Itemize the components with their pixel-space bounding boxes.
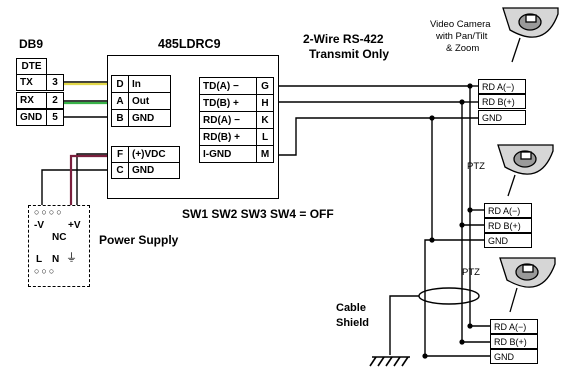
terminal-label: RD(B) +	[199, 128, 257, 146]
camera-rd-a: RD A(−)	[484, 203, 532, 218]
shield-label: Shield	[336, 317, 370, 329]
shield-drain-wire	[389, 295, 419, 355]
terminal-b: B	[111, 109, 129, 127]
psu-ground-icon: ⏚	[66, 252, 77, 264]
db9-pin: 2	[46, 92, 64, 109]
terminal-m: M	[256, 145, 274, 163]
db9-pin: 5	[46, 109, 64, 126]
vdc-wire	[76, 153, 107, 205]
terminal-c: C	[111, 162, 129, 179]
earth-ground-icon	[369, 356, 410, 367]
gnd-bus	[276, 117, 432, 156]
db9-pin: 3	[46, 74, 64, 91]
psu-top-screws-icon: ○○○○	[34, 207, 64, 217]
db9-title: DB9	[19, 37, 44, 51]
db9-header: DTE	[16, 58, 47, 75]
camera-label: PTZ	[462, 267, 480, 278]
psu-pos-label: +V	[68, 220, 81, 231]
db9-signal: GND	[16, 109, 47, 126]
terminal-label: In	[128, 75, 171, 93]
db9-signal: TX	[16, 74, 47, 91]
psu-neg-label: -V	[34, 220, 44, 231]
psu-gnd-wire	[41, 169, 107, 205]
terminal-label: GND	[128, 109, 171, 127]
psu-bottom-screws-icon: ○○○	[34, 266, 57, 276]
cable-label: Cable	[336, 302, 366, 314]
terminal-label: Out	[128, 92, 171, 110]
terminal-label: RD(A) −	[199, 111, 257, 129]
camera-icon	[502, 7, 559, 63]
power-supply-label: Power Supply	[99, 233, 179, 247]
camera-label: PTZ	[467, 161, 485, 172]
db9-signal: RX	[16, 92, 47, 109]
terminal-label: GND	[128, 162, 180, 179]
vdc-maroon-stripe	[69, 154, 107, 205]
psu-n-label: N	[52, 254, 60, 265]
line-gnd-vertical	[424, 118, 433, 356]
camera-rd-b: RD B(+)	[490, 334, 538, 349]
terminal-k: K	[256, 111, 274, 129]
camera-gnd: GND	[484, 233, 532, 248]
terminal-g: G	[256, 77, 274, 95]
terminal-d: D	[111, 75, 129, 93]
terminal-label: (+)VDC	[128, 146, 180, 163]
psu-nc-label: NC	[52, 232, 67, 243]
terminal-a: A	[111, 92, 129, 110]
camera-rd-a: RD A(−)	[478, 79, 526, 94]
terminal-label: TD(B) +	[199, 94, 257, 112]
camera-rd-b: RD B(+)	[484, 218, 532, 233]
camera-label: Video Camera	[430, 19, 491, 30]
psu-l-label: L	[36, 254, 43, 265]
terminal-h: H	[256, 94, 274, 112]
terminal-label: I-GND	[199, 145, 257, 163]
mode-note-line2: Transmit Only	[309, 47, 390, 61]
camera-rd-b: RD B(+)	[478, 94, 526, 109]
converter-title: 485LDRC9	[158, 37, 221, 51]
terminal-label: TD(A) −	[199, 77, 257, 95]
camera-icon	[497, 144, 554, 197]
mode-note-line1: 2-Wire RS-422	[303, 32, 384, 46]
camera-gnd: GND	[490, 349, 538, 364]
power-supply-box	[28, 205, 90, 287]
camera-gnd: GND	[478, 110, 526, 125]
switch-settings: SW1 SW2 SW3 SW4 = OFF	[182, 207, 334, 221]
terminal-l: L	[256, 128, 274, 146]
camera-label: & Zoom	[446, 43, 480, 54]
camera-label: with Pan/Tilt	[436, 31, 488, 42]
camera-rd-a: RD A(−)	[490, 319, 538, 334]
terminal-f: F	[111, 146, 129, 163]
camera-icon	[499, 257, 556, 313]
